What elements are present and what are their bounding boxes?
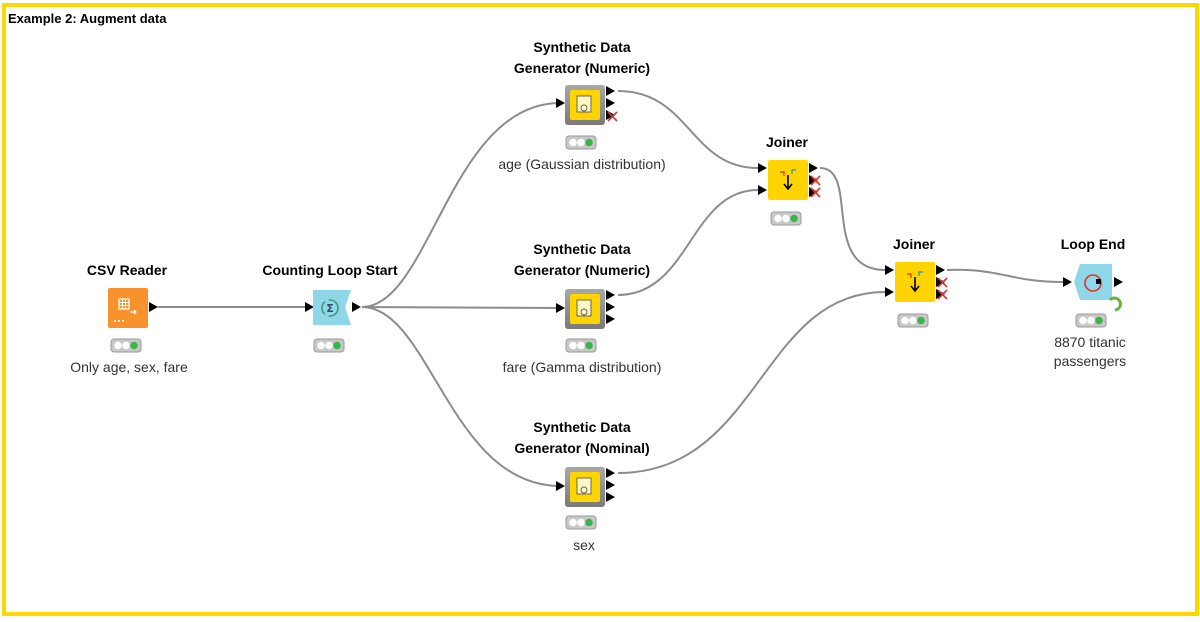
joiner-1-node[interactable]	[758, 160, 821, 226]
loop-end-label-line1: 8870 titanic	[1054, 334, 1126, 350]
joiner-2-title: Joiner	[892, 236, 936, 252]
loop-sigma-icon: Σ	[321, 299, 339, 317]
gen-fare-title: Synthetic Data Generator (Numeric)	[514, 239, 650, 281]
gen-fare-label: fare (Gamma distribution)	[502, 359, 662, 375]
csv-reader-title: CSV Reader	[86, 262, 168, 278]
gen-sex-title: Synthetic Data Generator (Nominal)	[514, 417, 649, 459]
synthetic-generator-sex-node[interactable]	[556, 467, 615, 530]
gen-age-title-line2: Generator (Numeric)	[513, 60, 651, 76]
connection-joiner1-joiner2	[819, 167, 886, 271]
loop-end-node[interactable]	[1063, 264, 1123, 328]
status-traffic-light	[770, 211, 802, 226]
synthetic-generator-age-node[interactable]	[556, 85, 618, 150]
joiner-2-node[interactable]	[885, 262, 948, 328]
status-traffic-light	[110, 338, 142, 353]
table-icon	[114, 298, 137, 322]
synthetic-generator-fare-node[interactable]	[556, 289, 615, 353]
gen-age-label: age (Gaussian distribution)	[498, 156, 666, 172]
connection-loop-gen-age	[361, 102, 561, 308]
connection-gen-age-joiner1	[617, 90, 759, 169]
generator-icon	[576, 477, 592, 495]
gen-sex-title-line1: Synthetic Data	[533, 419, 631, 435]
status-traffic-light	[1075, 313, 1107, 328]
csv-reader-label: Only age, sex, fare	[70, 359, 188, 375]
gen-sex-label: sex	[573, 537, 595, 553]
connection-joiner2-loopend	[946, 268, 1064, 283]
gen-sex-title-line2: Generator (Nominal)	[514, 440, 650, 456]
svg-text:Σ: Σ	[326, 302, 334, 315]
workflow-annotation-frame[interactable]	[2, 3, 1199, 616]
loop-start-title: Counting Loop Start	[262, 262, 398, 278]
csv-reader-node[interactable]	[108, 288, 158, 353]
gen-age-title-line1: Synthetic Data	[533, 39, 631, 55]
status-traffic-light	[313, 338, 345, 353]
gen-fare-title-line2: Generator (Numeric)	[513, 262, 651, 278]
connection-gen-fare-joiner1	[617, 189, 759, 296]
loop-end-label: 8870 titanic passengers	[1054, 333, 1126, 371]
loop-end-label-line2: passengers	[1053, 353, 1127, 369]
status-traffic-light	[897, 313, 929, 328]
annotation-title: Example 2: Augment data	[8, 11, 167, 26]
loop-end-title: Loop End	[1060, 236, 1126, 252]
status-traffic-light	[565, 135, 597, 150]
generator-icon	[576, 95, 592, 113]
status-traffic-light	[565, 338, 597, 353]
counting-loop-start-node[interactable]: Σ	[305, 290, 361, 353]
connections	[158, 90, 1064, 487]
join-icon	[907, 271, 923, 293]
gen-age-title: Synthetic Data Generator (Numeric)	[514, 37, 650, 79]
join-icon	[780, 169, 796, 191]
connection-loop-gen-sex	[361, 306, 561, 487]
connection-loop-gen-fare	[361, 306, 561, 309]
generator-icon	[576, 299, 592, 317]
status-traffic-light	[565, 515, 597, 530]
connection-gen-sex-joiner2	[617, 291, 886, 474]
loop-end-icon	[1084, 274, 1122, 312]
gen-fare-title-line1: Synthetic Data	[533, 241, 631, 257]
joiner-1-title: Joiner	[765, 134, 809, 150]
